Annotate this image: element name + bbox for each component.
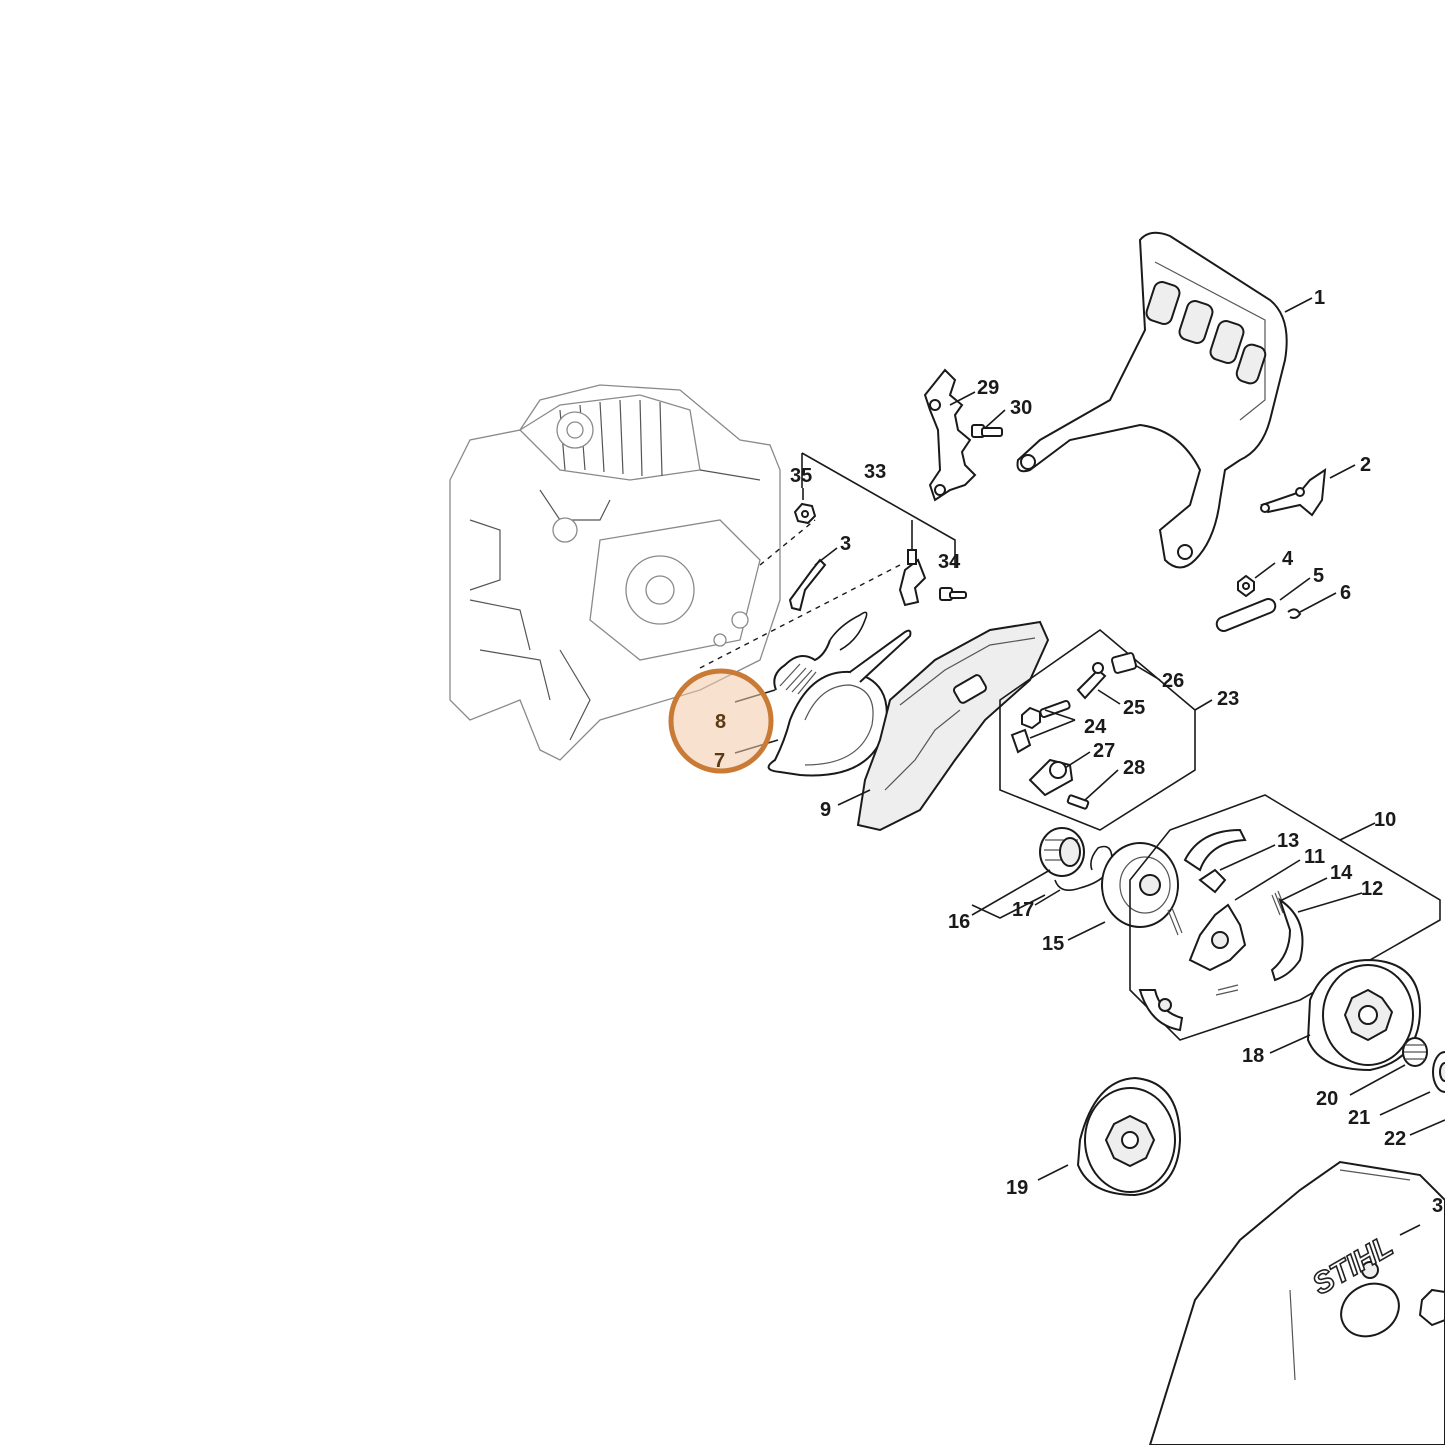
nut-35 bbox=[793, 502, 817, 525]
callout-19: 19 bbox=[1006, 1177, 1028, 1199]
highlight-circle bbox=[668, 668, 774, 774]
latch-33 bbox=[898, 549, 927, 607]
callout-12: 12 bbox=[1361, 878, 1383, 900]
needle-cage-20 bbox=[1402, 1037, 1428, 1067]
callout-15: 15 bbox=[1042, 933, 1064, 955]
callout-7: 7 bbox=[714, 750, 725, 772]
hand-guard bbox=[1016, 231, 1288, 569]
clutch-group-10 bbox=[1129, 794, 1441, 1041]
bearing-16 bbox=[1039, 827, 1085, 877]
callout-14: 14 bbox=[1330, 862, 1353, 884]
callout-11: 11 bbox=[1304, 846, 1325, 868]
brake-band-7 bbox=[767, 629, 912, 777]
brake-spring-8 bbox=[773, 611, 868, 695]
callout-20: 20 bbox=[1316, 1088, 1338, 1110]
callout-28: 28 bbox=[1123, 757, 1145, 779]
alignment-line-lower bbox=[699, 564, 901, 669]
screw-30 bbox=[971, 424, 1003, 438]
callout-25: 25 bbox=[1123, 697, 1145, 719]
callout-27: 27 bbox=[1093, 740, 1115, 762]
callout-5: 5 bbox=[1313, 565, 1324, 587]
callout-34: 34 bbox=[938, 551, 961, 573]
callout-2: 2 bbox=[1360, 454, 1371, 476]
callout-21: 21 bbox=[1348, 1107, 1370, 1129]
callout-3: 3 bbox=[840, 533, 851, 555]
callout-13: 13 bbox=[1277, 830, 1299, 852]
callout-31: 3 bbox=[1432, 1195, 1443, 1217]
callout-8: 8 bbox=[715, 711, 726, 733]
callout-10: 10 bbox=[1374, 809, 1396, 831]
callout-30: 30 bbox=[1010, 397, 1032, 419]
bumper-spike bbox=[923, 368, 977, 502]
lever-3 bbox=[788, 558, 827, 612]
callout-18: 18 bbox=[1242, 1045, 1264, 1067]
callout-22: 22 bbox=[1384, 1128, 1406, 1150]
hardware-group-23 bbox=[999, 628, 1196, 831]
chain-brake-cover-9 bbox=[856, 620, 1050, 832]
callout-labels: 1 2 3 4 5 6 7 8 9 10 11 12 13 14 15 16 1… bbox=[714, 287, 1443, 1217]
callout-33: 33 bbox=[864, 461, 886, 483]
callout-16: 16 bbox=[948, 911, 970, 933]
callout-23: 23 bbox=[1217, 688, 1239, 710]
callout-4: 4 bbox=[1282, 548, 1294, 570]
callout-26: 26 bbox=[1162, 670, 1184, 692]
callout-29: 29 bbox=[977, 377, 999, 399]
callout-35: 35 bbox=[790, 465, 812, 487]
callout-17: 17 bbox=[1012, 899, 1034, 921]
washer-15 bbox=[1101, 842, 1179, 928]
guard-bracket bbox=[1260, 467, 1327, 517]
engine-block bbox=[449, 384, 781, 761]
screw-34 bbox=[939, 587, 967, 601]
clutch-drum-18 bbox=[1306, 958, 1422, 1072]
sprocket-cover-31: STIHL bbox=[1148, 1160, 1445, 1445]
callout-24: 24 bbox=[1084, 716, 1107, 738]
alignment-line-upper bbox=[759, 519, 816, 566]
clutch-drum-19 bbox=[1076, 1076, 1182, 1197]
callout-6: 6 bbox=[1340, 582, 1351, 604]
callout-1: 1 bbox=[1314, 287, 1325, 309]
callout-9: 9 bbox=[820, 799, 831, 821]
leader-lines bbox=[734, 297, 1445, 1236]
small-hardware-4-5-6 bbox=[1215, 574, 1302, 632]
washer-21 bbox=[1432, 1051, 1445, 1093]
